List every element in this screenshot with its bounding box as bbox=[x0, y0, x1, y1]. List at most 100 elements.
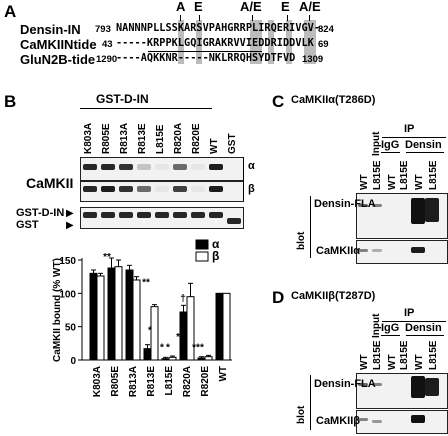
mutation-label: A bbox=[176, 0, 186, 14]
densin-fla-label: Densin-FLA bbox=[314, 198, 376, 210]
panel-c-igg: IgG bbox=[381, 139, 400, 151]
panel-c-letter: C bbox=[272, 92, 285, 111]
blot-label: blot bbox=[296, 405, 307, 424]
legend-swatch bbox=[195, 239, 209, 250]
bar bbox=[114, 266, 123, 361]
significance-mark: ** bbox=[176, 332, 184, 343]
blot-band bbox=[372, 249, 382, 252]
panel-c-title: CaMKIIα(T286D) bbox=[291, 94, 376, 106]
blot-band bbox=[191, 186, 205, 192]
x-tick-label: R805E bbox=[110, 366, 121, 397]
lane-label: WT bbox=[414, 354, 425, 370]
beta-label: β bbox=[248, 183, 255, 195]
seq-start: 793 bbox=[95, 24, 111, 35]
ip-line bbox=[382, 321, 446, 322]
bar bbox=[215, 292, 224, 361]
blot-band bbox=[227, 218, 241, 224]
seq-name: CaMKIINtide bbox=[20, 37, 97, 52]
lane-label: R813A bbox=[119, 122, 130, 154]
significance-mark: * bbox=[160, 343, 164, 354]
x-tick-label: R820A bbox=[182, 366, 193, 397]
blot-band bbox=[83, 186, 97, 192]
highlight-column bbox=[286, 20, 292, 64]
camkii-alpha-label: CaMKIIα bbox=[316, 245, 361, 257]
lane-label: R805E bbox=[101, 123, 112, 154]
mutation-tick bbox=[180, 15, 181, 21]
blot-band bbox=[101, 164, 115, 170]
blot-band bbox=[425, 378, 439, 396]
blot-band bbox=[191, 212, 205, 218]
blot-band bbox=[173, 186, 187, 192]
y-tick-label: 50 bbox=[65, 323, 77, 334]
highlight-column bbox=[250, 20, 262, 64]
bracket bbox=[243, 157, 244, 201]
significance-mark: † bbox=[180, 293, 186, 304]
blot-camkii-alpha-c bbox=[356, 240, 448, 264]
blot-band bbox=[209, 212, 223, 218]
input-label: Input bbox=[371, 313, 382, 338]
y-tick-label: 100 bbox=[59, 289, 76, 300]
blot-band bbox=[155, 164, 169, 170]
bar bbox=[204, 356, 213, 361]
lane-label: WT bbox=[359, 174, 370, 190]
blot-band bbox=[173, 164, 187, 170]
blot-band bbox=[372, 420, 382, 423]
blot-band bbox=[137, 186, 151, 192]
seq-start: 1290 bbox=[96, 54, 118, 65]
blot-band bbox=[209, 164, 223, 170]
blot-band bbox=[83, 212, 97, 218]
bar bbox=[168, 356, 177, 361]
lane-label: L815E bbox=[399, 340, 410, 370]
significance-mark: * bbox=[200, 343, 204, 354]
lane-label: L815E bbox=[372, 160, 383, 190]
blot-band bbox=[358, 418, 368, 421]
gst-din-header: GST-D-IN bbox=[96, 92, 149, 106]
significance-mark: ** bbox=[103, 252, 111, 263]
bar bbox=[222, 292, 231, 361]
y-tick-label: 150 bbox=[59, 256, 76, 267]
seq-end: 824 bbox=[318, 24, 334, 35]
sequence: ----AQKKNR-----NKLRRQHSYDTFVD bbox=[116, 53, 296, 64]
lane-label: R813E bbox=[137, 123, 148, 154]
lane-label: L815E bbox=[428, 160, 439, 190]
seq-start: 43 bbox=[102, 39, 113, 50]
lane-label: GST bbox=[227, 133, 238, 154]
lane-label: WT bbox=[209, 138, 220, 154]
bar bbox=[161, 358, 170, 361]
seq-name: Densin-IN bbox=[20, 22, 81, 37]
legend-label: α bbox=[212, 237, 220, 251]
mutation-label: A/E bbox=[299, 0, 321, 14]
lane-label: WT bbox=[359, 354, 370, 370]
ip-line bbox=[382, 137, 446, 138]
panel-b-letter: B bbox=[4, 92, 17, 111]
gst-din-label: GST-D-IN bbox=[16, 207, 65, 219]
mutation-tick bbox=[252, 15, 253, 21]
blot-label: blot bbox=[296, 231, 307, 250]
blot-band bbox=[358, 204, 368, 207]
mutation-label: E bbox=[281, 0, 290, 14]
blot-camkii-beta-d bbox=[356, 410, 448, 434]
igg-line bbox=[381, 152, 400, 153]
bar bbox=[197, 357, 206, 361]
panel-c-densin: Densin bbox=[405, 139, 442, 151]
panel-d-densin: Densin bbox=[405, 322, 442, 334]
panel-d-ip: IP bbox=[404, 307, 415, 319]
panel-d-igg: IgG bbox=[381, 322, 400, 334]
panel-a-letter: A bbox=[4, 2, 17, 21]
igg-line bbox=[381, 335, 400, 336]
blot-band bbox=[209, 186, 223, 192]
blot-band bbox=[119, 186, 133, 192]
blot-band bbox=[358, 383, 368, 386]
lane-label: L815E bbox=[428, 340, 439, 370]
y-axis-label: CaMKII bound (% WT) bbox=[52, 258, 63, 362]
x-tick-label: R813E bbox=[146, 366, 157, 397]
sequence: NANNNPLLSSKARSVPAHGRRPLIRQERIVGV- bbox=[116, 23, 321, 34]
x-tick-label: R813A bbox=[128, 366, 139, 397]
camkii-beta-label: CaMKIIβ bbox=[316, 415, 360, 427]
blot-band bbox=[155, 212, 169, 218]
blot-band bbox=[191, 164, 205, 170]
x-tick-label: L815E bbox=[164, 366, 175, 396]
panel-d-title: CaMKIIβ(T287D) bbox=[291, 290, 376, 302]
panel-c-ip: IP bbox=[404, 123, 415, 135]
